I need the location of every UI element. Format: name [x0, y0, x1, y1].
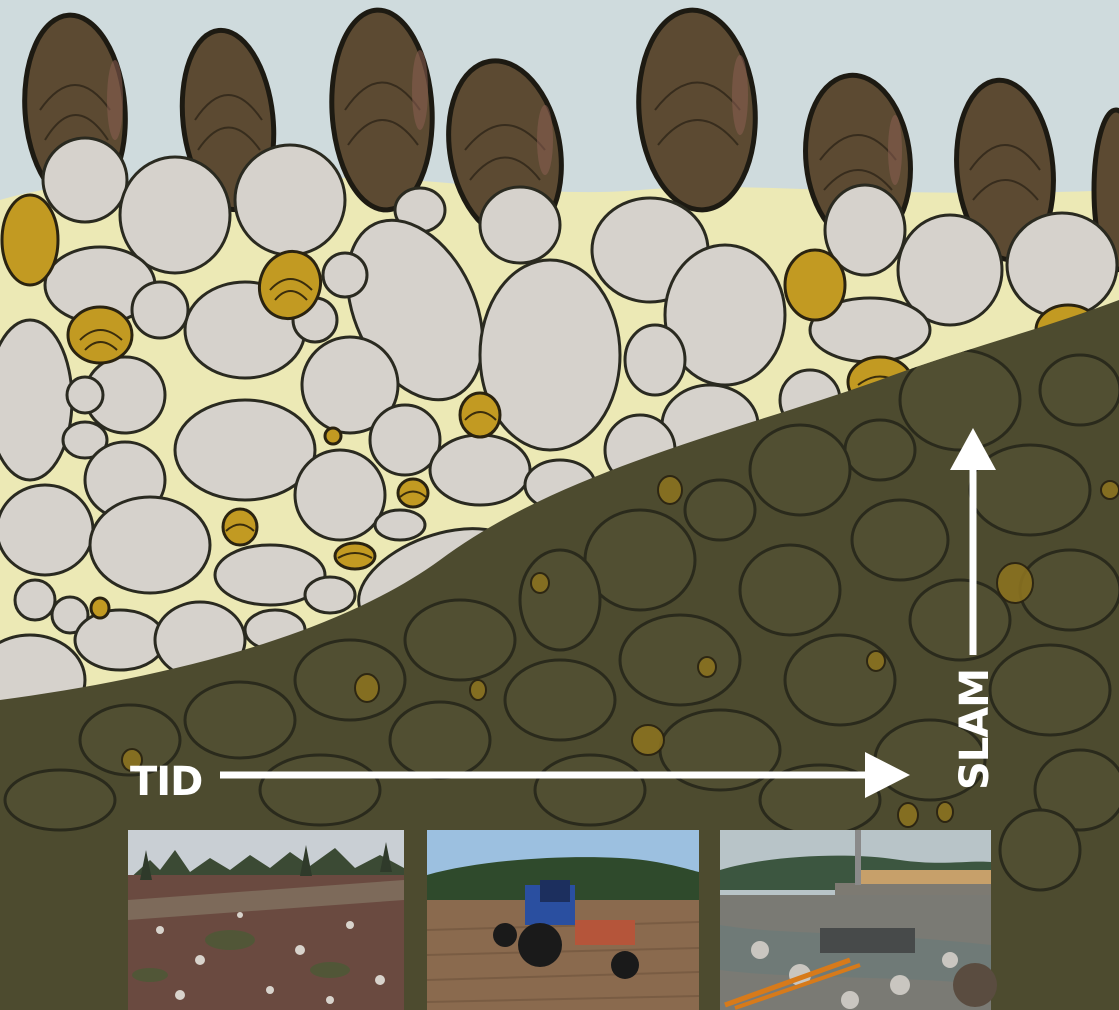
photo-clearcut: [128, 830, 404, 1010]
photo-tractor: [427, 830, 699, 1010]
silt-axis-label: SLAM: [952, 669, 998, 790]
time-axis-label: TID: [130, 759, 202, 805]
photo-construction: [720, 830, 997, 1010]
